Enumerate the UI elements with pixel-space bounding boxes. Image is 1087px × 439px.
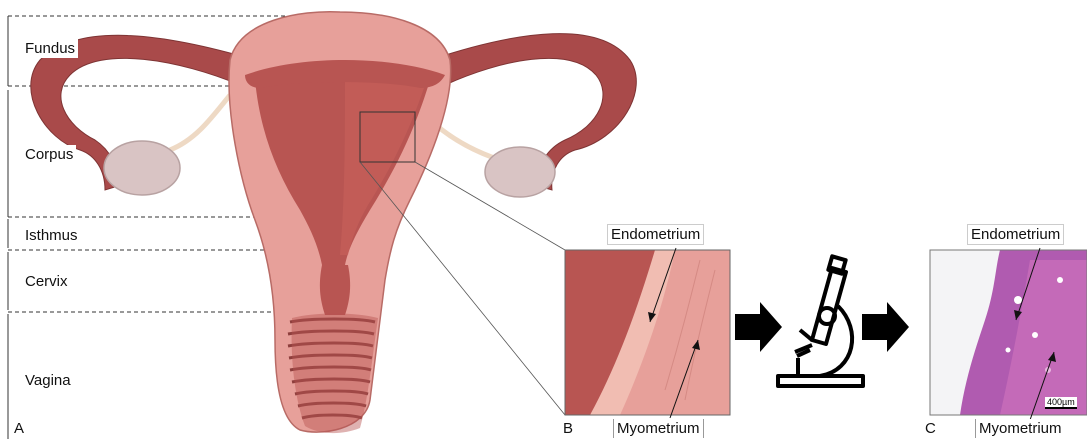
panel-c-histology	[930, 248, 1087, 420]
region-label-isthmus: Isthmus	[22, 226, 81, 245]
panel-letter-a: A	[14, 420, 24, 437]
region-label-vagina: Vagina	[22, 371, 74, 390]
microscope-icon	[778, 256, 863, 386]
panel-letter-b: B	[563, 420, 573, 437]
left-ovary	[104, 141, 180, 195]
panel-b-endometrium-label: Endometrium	[607, 224, 704, 245]
panel-letter-c: C	[925, 420, 936, 437]
panel-c-endometrium-label: Endometrium	[967, 224, 1064, 245]
region-label-corpus: Corpus	[22, 145, 76, 164]
right-ovary	[485, 147, 555, 197]
panel-b-myometrium-label: Myometrium	[613, 419, 704, 438]
panel-c-myometrium-label: Myometrium	[975, 419, 1065, 438]
scale-bar: 400µm	[1045, 397, 1077, 409]
region-label-fundus: Fundus	[22, 39, 78, 58]
arrow-icon	[735, 302, 782, 352]
arrow-icon	[862, 302, 909, 352]
panel-b-magnified-tissue	[565, 248, 730, 418]
region-label-cervix: Cervix	[22, 272, 71, 291]
